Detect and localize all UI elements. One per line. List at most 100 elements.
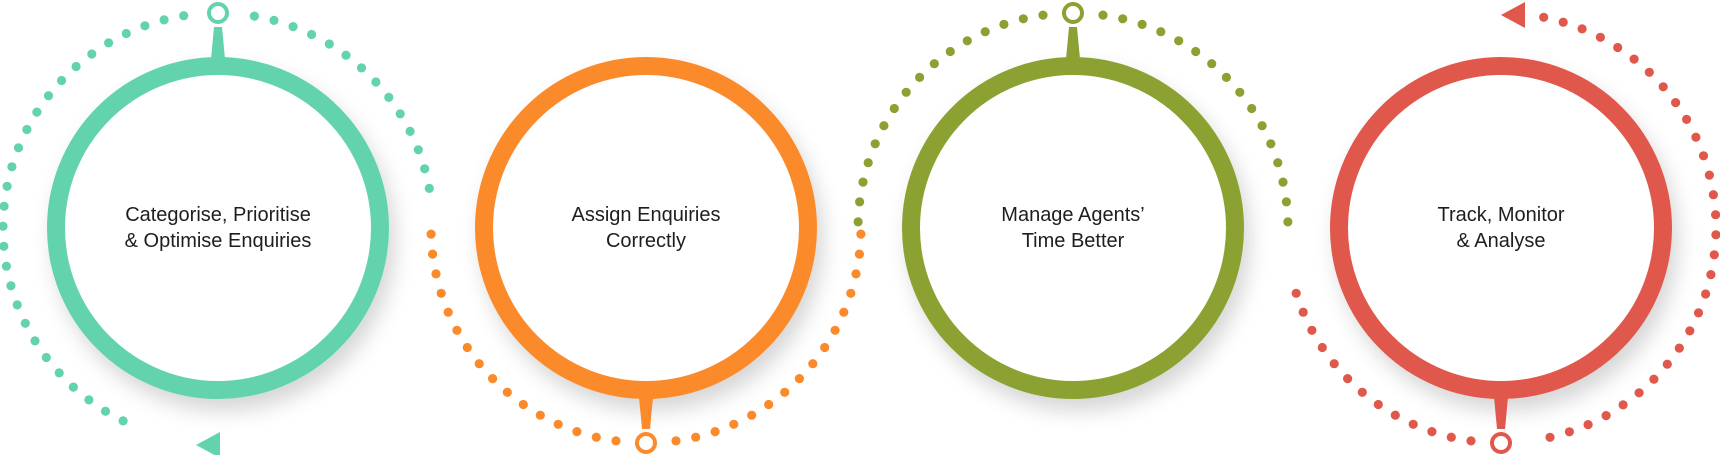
arc-dot-2-10	[820, 342, 830, 353]
arc-dot-1-13	[7, 162, 17, 172]
arc-dot-1-5	[104, 38, 114, 48]
arc-dot-1-11	[405, 126, 415, 136]
arc-dot-2-6	[764, 399, 774, 410]
arc-dot-3-16	[1283, 217, 1293, 227]
arc-dot-2-7	[502, 387, 512, 397]
arc-dot-3-9	[1235, 87, 1245, 97]
arc-dot-3-13	[863, 158, 873, 168]
arc-dot-1-24	[54, 368, 64, 378]
arc-dot-2-15	[854, 249, 865, 259]
arc-dot-1-2	[159, 15, 169, 25]
arc-dot-1-26	[84, 395, 94, 405]
arc-dot-2-14	[431, 269, 441, 279]
arc-dot-4-11	[1691, 132, 1701, 142]
arc-dot-1-9	[384, 92, 394, 102]
arc-dot-2-13	[436, 288, 446, 298]
arc-dot-3-11	[1257, 121, 1267, 131]
step-2-line-1: Assign Enquiries	[571, 204, 721, 226]
arc-dot-3-9	[901, 87, 911, 97]
arc-dot-2-1	[671, 436, 681, 446]
arc-dot-4-7	[1357, 387, 1367, 397]
arc-dot-4-12	[1298, 307, 1308, 317]
arc-dot-2-1	[611, 436, 621, 446]
arc-dot-3-10	[889, 103, 899, 114]
connector-stem-3	[1066, 27, 1080, 59]
arc-dot-4-23	[1662, 359, 1672, 369]
arc-dot-2-5	[535, 410, 545, 420]
step-3-line-2: Time Better	[1021, 230, 1125, 252]
arc-dot-4-2	[1446, 432, 1456, 442]
connector-stem-2	[639, 397, 653, 429]
arc-dot-4-22	[1674, 343, 1684, 353]
arc-dot-3-16	[853, 217, 863, 227]
arc-dot-1-20	[12, 300, 22, 310]
arc-dot-4-13	[1291, 288, 1301, 298]
arc-dot-2-9	[474, 359, 484, 369]
step-label-4: Track, Monitor & Analyse	[1371, 202, 1631, 254]
arc-dot-2-14	[851, 269, 861, 279]
arc-dot-1-12	[13, 143, 24, 153]
step-circles	[47, 2, 1672, 455]
arc-dot-4-6	[1629, 54, 1639, 64]
arc-dot-1-23	[41, 352, 51, 363]
arc-dot-2-9	[808, 359, 818, 369]
arc-dot-3-2	[1018, 14, 1028, 24]
arc-dot-4-30	[1545, 432, 1555, 442]
arc-dot-4-16	[1711, 230, 1720, 240]
arc-dot-1-18	[1, 261, 11, 271]
step-label-2: Assign Enquiries Correctly	[516, 202, 776, 254]
arc-dot-1-4	[121, 28, 131, 39]
arc-dot-1-6	[87, 49, 97, 59]
arc-dot-3-10	[1247, 103, 1257, 114]
arc-dot-1-14	[424, 183, 434, 193]
arc-dot-2-5	[747, 410, 757, 420]
connector-stem-1	[211, 27, 225, 59]
arc-dot-3-1	[1098, 10, 1108, 20]
arc-dot-4-29	[1564, 427, 1574, 437]
arc-dot-2-2	[591, 432, 601, 442]
arc-dot-1-25	[68, 382, 78, 392]
arc-dot-4-11	[1307, 325, 1317, 335]
arc-dot-3-2	[1118, 14, 1128, 24]
arc-dot-1-12	[413, 145, 423, 155]
step-4-line-1: Track, Monitor	[1437, 204, 1565, 226]
arc-dot-4-18	[1706, 270, 1716, 280]
arc-dot-4-4	[1595, 32, 1605, 42]
arc-dot-2-16	[426, 229, 436, 239]
arc-dot-4-17	[1709, 250, 1719, 260]
arc-dot-1-21	[20, 318, 30, 328]
step-label-1: Categorise, Prioritise & Optimise Enquir…	[88, 202, 348, 254]
arc-dot-2-12	[443, 307, 453, 317]
arc-dot-2-4	[553, 419, 563, 429]
arc-dot-3-5	[1174, 36, 1184, 46]
arc-dot-2-6	[518, 399, 528, 410]
arc-dot-3-3	[1137, 19, 1147, 29]
arc-dot-2-13	[846, 288, 856, 298]
arc-dot-3-1	[1038, 10, 1048, 20]
arc-dot-4-3	[1427, 427, 1437, 437]
arc-dot-1-17	[0, 241, 9, 251]
connector-node-4	[1490, 432, 1512, 454]
arc-dot-3-6	[945, 46, 955, 57]
arc-dot-3-3	[999, 19, 1009, 29]
step-circle-1	[47, 2, 389, 455]
step-ring-3	[902, 57, 1244, 399]
arc-dot-1-14	[2, 181, 12, 191]
arc-dot-4-1	[1466, 436, 1476, 446]
arc-dot-1-3	[140, 21, 150, 31]
arc-dot-2-7	[780, 387, 790, 397]
arc-dot-4-12	[1698, 151, 1709, 161]
step-3-line-1: Manage Agents’	[1001, 204, 1145, 226]
arc-dot-4-6	[1373, 399, 1383, 410]
arc-dot-3-4	[980, 27, 990, 37]
arc-dot-3-5	[962, 36, 972, 46]
step-2-line-2: Correctly	[605, 230, 686, 252]
arc-dot-4-14	[1708, 190, 1718, 200]
connector-node-1	[207, 2, 229, 24]
step-1-line-1: Categorise, Prioritise	[125, 204, 311, 226]
arc-dot-3-6	[1191, 46, 1201, 57]
arc-dot-1-3	[288, 22, 298, 32]
arc-dot-1-8	[371, 77, 381, 87]
arc-dot-4-26	[1618, 400, 1628, 410]
arc-dot-1-7	[71, 61, 81, 72]
